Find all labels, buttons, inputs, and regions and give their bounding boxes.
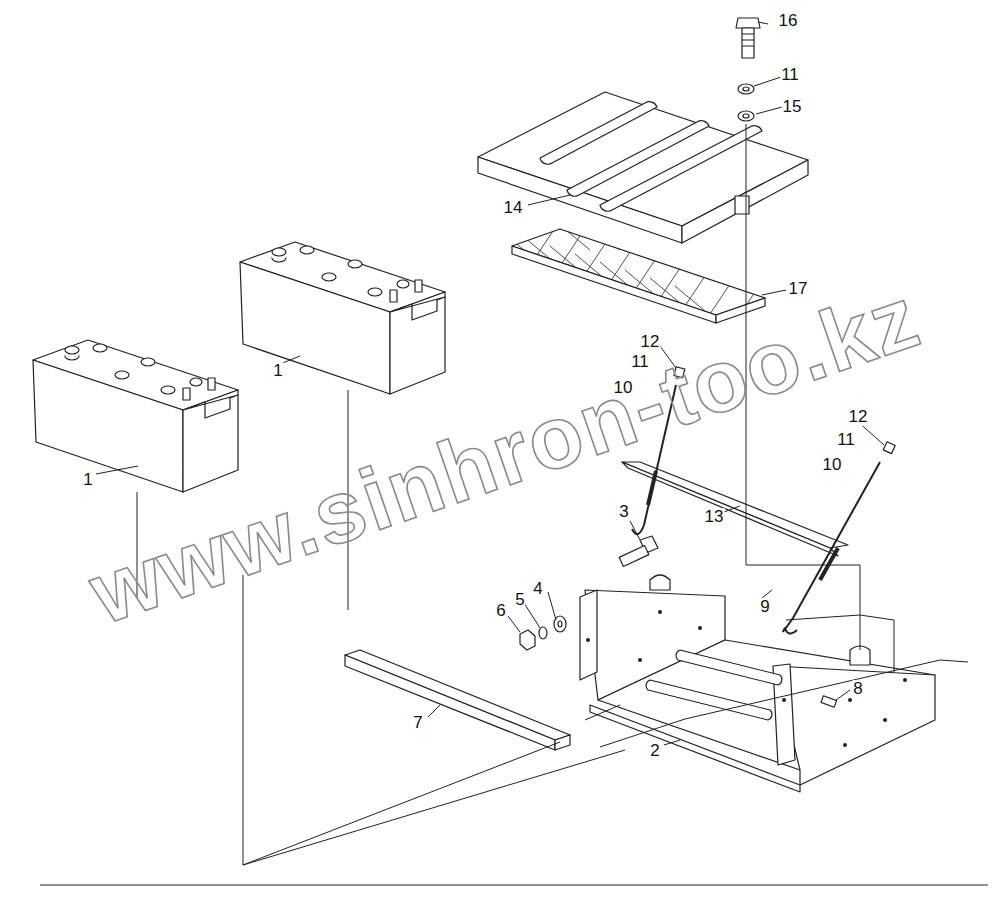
callout-number: 11 xyxy=(630,353,650,371)
callout-number: 12 xyxy=(640,333,661,351)
callout-number: 1 xyxy=(272,362,283,380)
callout-number: 3 xyxy=(618,503,629,521)
callout-number: 9 xyxy=(759,598,770,616)
callout-number: 15 xyxy=(782,98,803,116)
callout-number: 17 xyxy=(788,280,809,298)
callout-number: 5 xyxy=(514,591,525,609)
callout-number: 10 xyxy=(613,379,634,397)
callout-number: 11 xyxy=(780,66,800,84)
callout-number: 10 xyxy=(822,456,843,474)
callout-number: 11 xyxy=(836,431,856,449)
callout-number: 7 xyxy=(412,714,423,732)
callout-number: 2 xyxy=(649,742,660,760)
callout-number: 4 xyxy=(532,580,543,598)
callout-number: 1 xyxy=(82,471,93,489)
callout-number: 12 xyxy=(848,408,869,426)
callout-number: 16 xyxy=(778,12,799,30)
callout-number: 8 xyxy=(852,680,863,698)
callout-number: 13 xyxy=(704,508,725,526)
callout-number: 6 xyxy=(495,602,506,620)
callout-number: 14 xyxy=(503,199,524,217)
